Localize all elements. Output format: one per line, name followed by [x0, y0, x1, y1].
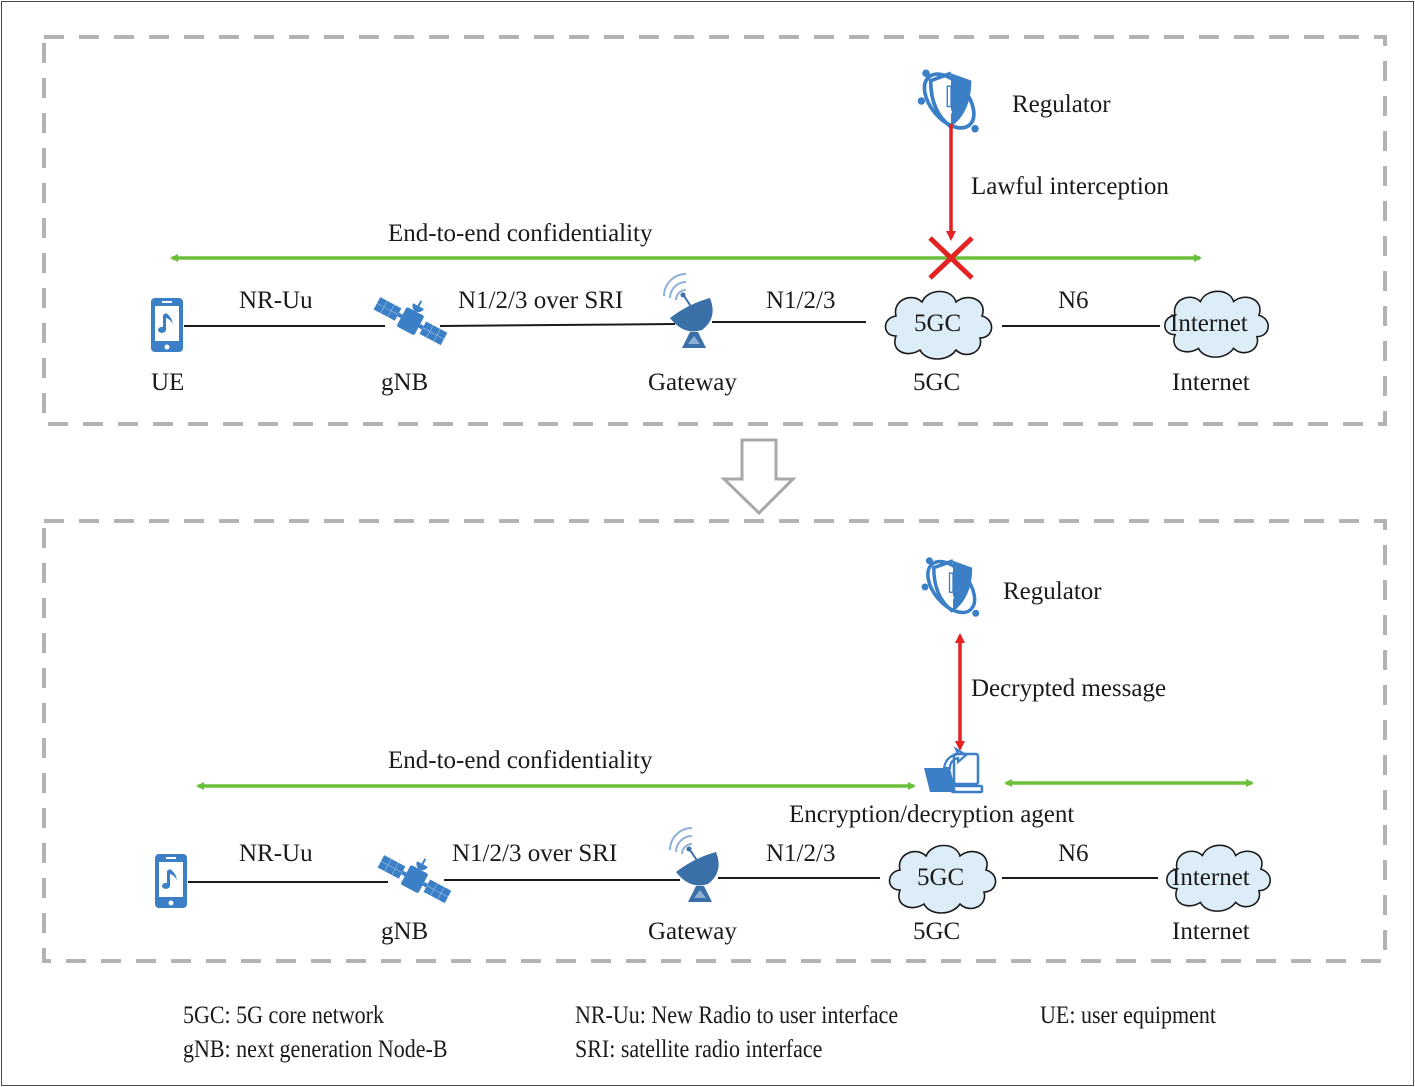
cloud-5gc-text: 5GC — [917, 864, 965, 891]
x-cross-icon — [928, 236, 974, 280]
link-label-sri: N1/2/3 over SRI — [452, 840, 618, 867]
decrypted-message-label: Decrypted message — [971, 675, 1167, 702]
cloud-5gc-text: 5GC — [914, 310, 962, 337]
link-label-n6: N6 — [1058, 287, 1089, 314]
link-label-n123: N1/2/3 — [766, 840, 836, 867]
legend-item: SRI: satellite radio interface — [575, 1036, 823, 1063]
smartphone-icon — [151, 298, 183, 352]
shield-alert-icon — [916, 552, 986, 622]
panel-before-frame — [42, 35, 1387, 426]
link-label-n6: N6 — [1058, 840, 1089, 867]
regulator-label: Regulator — [1012, 91, 1111, 118]
legend-item: 5GC: 5G core network — [183, 1002, 385, 1029]
satellite-dish-icon — [669, 827, 720, 903]
link-label-sri: N1/2/3 over SRI — [458, 287, 624, 314]
node-label-internet: Internet — [1172, 918, 1250, 945]
legend-item: gNB: next generation Node-B — [183, 1036, 448, 1063]
legend-item: UE: user equipment — [1040, 1002, 1216, 1029]
node-label-5gc: 5GC — [913, 369, 961, 396]
node-label-gateway: Gateway — [648, 369, 737, 396]
cloud-internet-text: Internet — [1172, 864, 1250, 891]
panel-after-frame — [42, 519, 1387, 963]
node-label-internet: Internet — [1172, 369, 1250, 396]
cloud-internet-text: Internet — [1170, 310, 1248, 337]
e2e-confidentiality-label: End-to-end confidentiality — [388, 220, 653, 247]
link-label-nr-uu: NR-Uu — [239, 287, 313, 314]
lawful-interception-label: Lawful interception — [971, 173, 1169, 200]
regulator-label: Regulator — [1003, 578, 1102, 605]
panel-before — [151, 64, 1270, 360]
satellite-icon — [375, 850, 454, 907]
link-label-n123: N1/2/3 — [766, 287, 836, 314]
node-label-gnb: gNB — [381, 369, 429, 396]
smartphone-icon — [155, 854, 187, 908]
node-label-5gc: 5GC — [913, 918, 961, 945]
satellite-dish-icon — [663, 273, 714, 349]
agent-label: Encryption/decryption agent — [789, 801, 1075, 828]
e2e-confidentiality-label: End-to-end confidentiality — [388, 747, 653, 774]
node-label-gateway: Gateway — [648, 918, 737, 945]
legend-item: NR-Uu: New Radio to user interface — [575, 1002, 899, 1029]
shield-alert-icon — [912, 64, 986, 138]
satellite-icon — [371, 292, 450, 349]
node-label-ue: UE — [151, 369, 185, 396]
node-label-gnb: gNB — [381, 918, 429, 945]
down-arrow-icon — [720, 438, 797, 516]
link-sri-line — [439, 323, 676, 327]
laptop-agent-icon — [922, 747, 984, 794]
link-label-nr-uu: NR-Uu — [239, 840, 313, 867]
panel-after — [155, 552, 1272, 914]
